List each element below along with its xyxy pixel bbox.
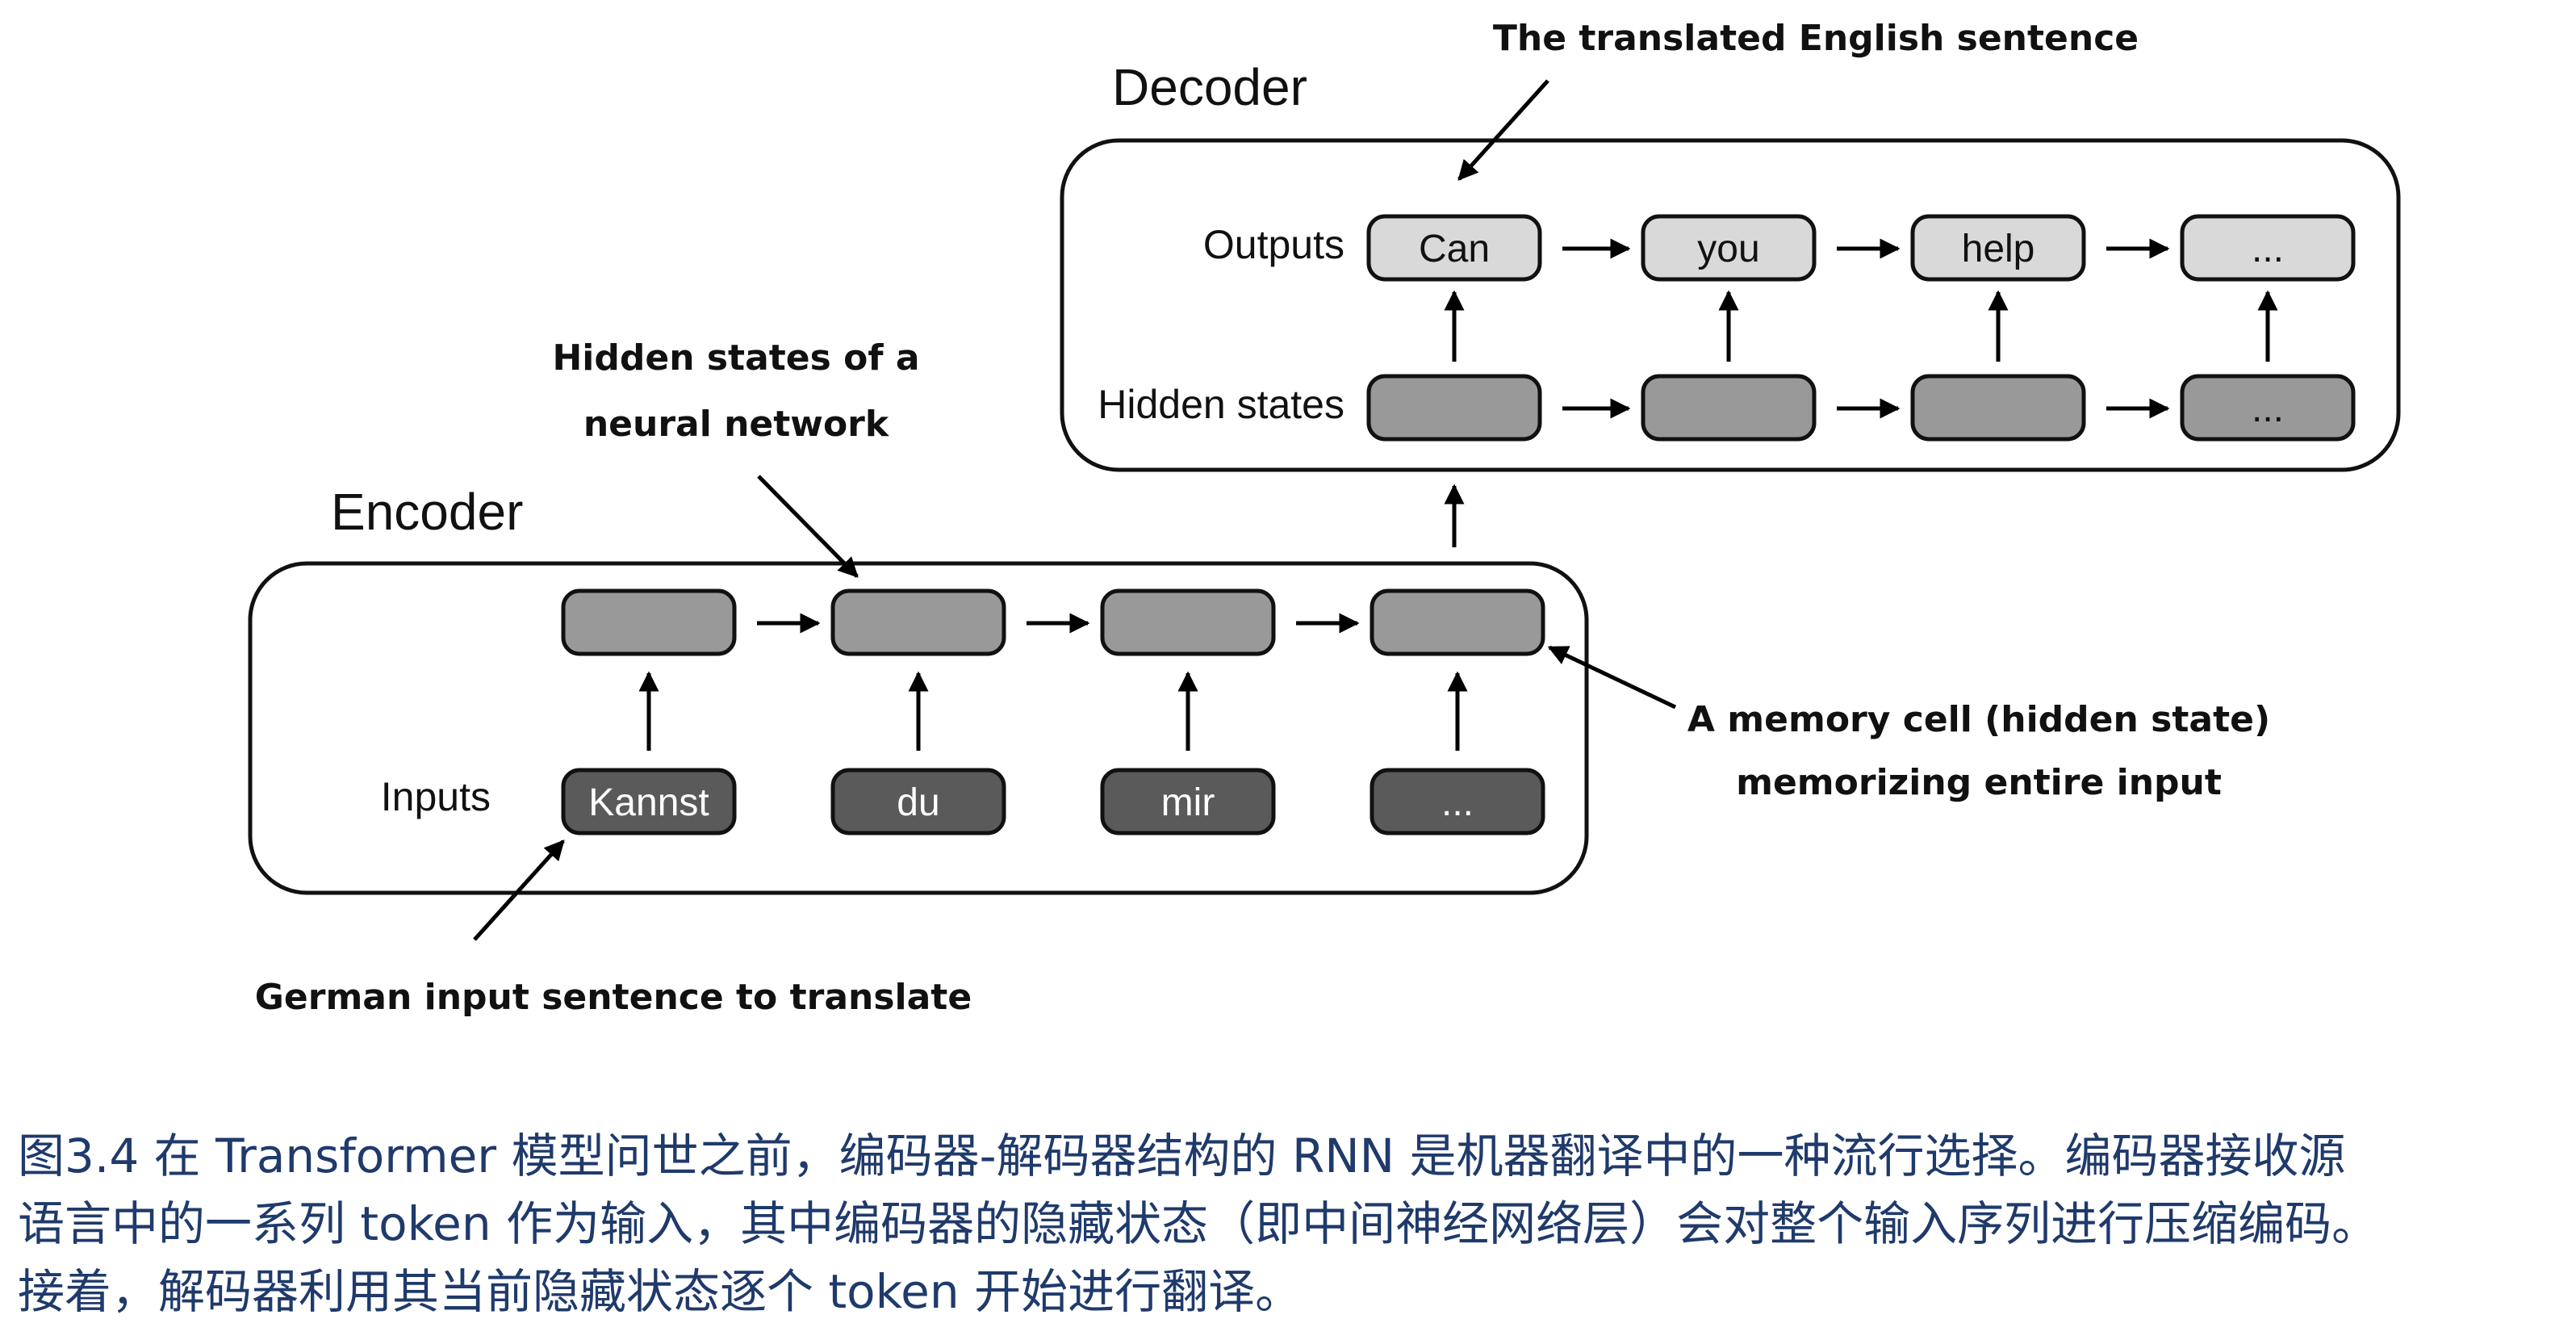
- encoder-hidden-states: [561, 588, 1545, 656]
- encoder-hidden-state-box: [1370, 588, 1545, 656]
- encoder-input-token: Kannst: [561, 768, 737, 835]
- encoder-input-tokens: Kannst du mir...: [561, 768, 1545, 835]
- decoder-output-token-box: [1910, 214, 2086, 282]
- encoder-input-token-label: mir: [1161, 781, 1215, 824]
- decoder-output-token: help: [1910, 214, 2086, 282]
- encoder-input-token-box: [1370, 768, 1545, 835]
- decoder-output-token-box: [1641, 214, 1817, 282]
- encoder-input-token-label: ...: [1441, 781, 1474, 824]
- memory-cell-annotation-line1: A memory cell (hidden state): [1687, 699, 2270, 740]
- german-input-annotation: German input sentence to translate: [255, 977, 972, 1018]
- outputs-row-label: Outputs: [1203, 222, 1344, 267]
- decoder-output-token-label: you: [1697, 228, 1759, 270]
- translated-sentence-pointer: [1457, 79, 1549, 181]
- decoder-hidden-state-label: ...: [2252, 387, 2284, 430]
- decoder-hidden-state-box: [2180, 374, 2356, 442]
- decoder-output-token: ...: [2180, 214, 2356, 282]
- memory-cell-annotation-line2: memorizing entire input: [1736, 762, 2222, 803]
- decoder-output-token-label: help: [1962, 228, 2035, 270]
- decoder-title: Decoder: [1112, 58, 1307, 116]
- decoder-output-token-label: ...: [2252, 228, 2284, 270]
- encoder-title: Encoder: [331, 483, 523, 541]
- figure-caption: 图3.4 在 Transformer 模型问世之前，编码器-解码器结构的 RNN…: [18, 1122, 2568, 1325]
- hidden-states-annotation-line2: neural network: [583, 404, 890, 445]
- german-input-pointer: [473, 840, 565, 941]
- memory-cell-pointer: [1547, 645, 1677, 710]
- caption-line-2: 语言中的一系列 token 作为输入，其中编码器的隐藏状态（即中间神经网络层）会…: [18, 1196, 2379, 1251]
- encoder-input-token-label: du: [897, 781, 939, 824]
- encoder-input-token-box: [561, 768, 737, 835]
- flow-arrows: [638, 238, 2278, 751]
- hidden-states-pointer: [757, 475, 859, 578]
- decoder-hidden-state-box: [1910, 374, 2086, 442]
- encoder-input-token-label: Kannst: [588, 781, 709, 824]
- decoder-output-token: Can: [1366, 214, 1542, 282]
- encoder-hidden-state-box: [561, 588, 737, 656]
- encoder-hidden-state-box: [830, 588, 1006, 656]
- decoder-output-token-box: [2180, 214, 2356, 282]
- encoder-hidden-state-box: [1100, 588, 1276, 656]
- decoder-hidden-states: ...: [1366, 374, 2356, 442]
- inputs-row-label: Inputs: [381, 774, 491, 819]
- decoder-hidden-state: [1366, 374, 1542, 442]
- decoder-hidden-state: ...: [2180, 374, 2356, 442]
- hidden-states-annotation-line1: Hidden states of a: [552, 337, 919, 379]
- encoder-container: [248, 561, 1589, 895]
- decoder-hidden-state: [1641, 374, 1817, 442]
- encoder-input-token: mir: [1100, 768, 1276, 835]
- decoder-output-token-label: Can: [1419, 228, 1490, 270]
- encoder-hidden-state: [830, 588, 1006, 656]
- translated-sentence-annotation: The translated English sentence: [1493, 18, 2139, 59]
- decoder-output-tokens: Can you help...: [1366, 214, 2356, 282]
- caption-line-1: 图3.4 在 Transformer 模型问世之前，编码器-解码器结构的 RNN…: [18, 1129, 2346, 1183]
- decoder-hidden-state: [1910, 374, 2086, 442]
- decoder-hidden-state-box: [1641, 374, 1817, 442]
- encoder-hidden-state: [1370, 588, 1545, 656]
- encoder-hidden-state: [561, 588, 737, 656]
- encoder-decoder-diagram: Decoder Outputs Hidden states Can you help…: [248, 18, 2401, 1018]
- encoder-hidden-state: [1100, 588, 1276, 656]
- decoder-hidden-state-box: [1366, 374, 1542, 442]
- encoder-input-token-box: [1100, 768, 1276, 835]
- caption-line-3: 接着，解码器利用其当前隐藏状态逐个 token 开始进行翻译。: [18, 1264, 1303, 1319]
- encoder-input-token: ...: [1370, 768, 1545, 835]
- decoder-container: [1060, 138, 2401, 472]
- encoder-input-token-box: [830, 768, 1006, 835]
- decoder-output-token: you: [1641, 214, 1817, 282]
- decoder-output-token-box: [1366, 214, 1542, 282]
- encoder-input-token: du: [830, 768, 1006, 835]
- decoder-hidden-row-label: Hidden states: [1098, 382, 1344, 427]
